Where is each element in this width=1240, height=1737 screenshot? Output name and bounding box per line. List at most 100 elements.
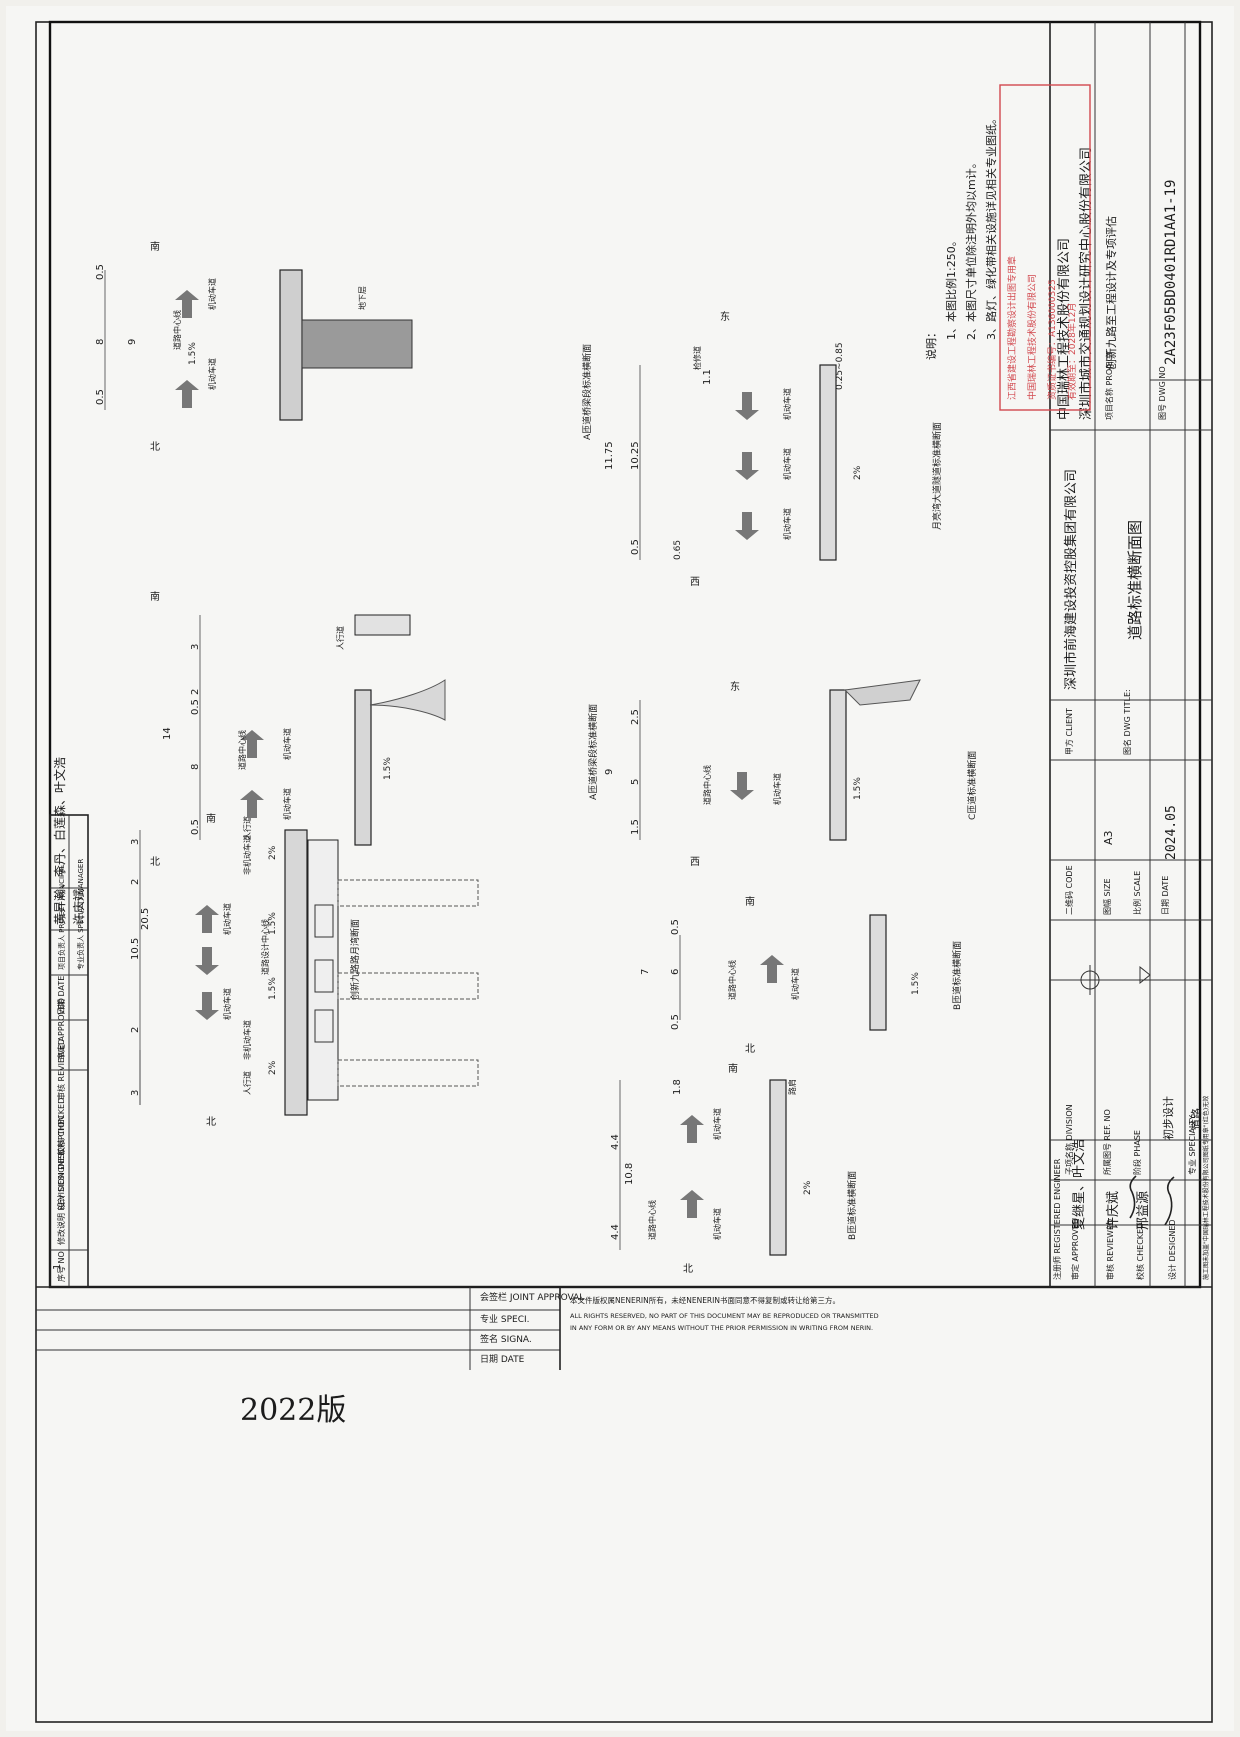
size-label: 图幅 SIZE bbox=[1102, 878, 1112, 915]
s2-lane-1: 道路中心线 bbox=[647, 1200, 657, 1240]
sig-reviewed-label: 审核 REVIEWED bbox=[1105, 1219, 1115, 1280]
rev-description-label: 修改说明 REVISION DESCRIPTION bbox=[56, 1116, 66, 1245]
s3-slope: 1.5% bbox=[911, 972, 921, 995]
rev-checked-label: 校核 CHECKED bbox=[56, 1098, 66, 1155]
notes: 说明： 1、本图比例1:250。 2、本图尺寸单位除注明外均以m计。 3、路灯、… bbox=[924, 113, 998, 360]
s8-width-1: 10.25 bbox=[630, 441, 641, 470]
s8-dir-right: 东 bbox=[720, 310, 730, 323]
s5-width-0: 1.5 bbox=[630, 819, 641, 835]
joint-row-signa: 签名 SIGNA. bbox=[480, 1333, 532, 1345]
s7-lane-1: 机动车道 bbox=[207, 358, 217, 390]
s3-width-2: 0.5 bbox=[670, 1014, 681, 1030]
specialty-label: 专业 SPECIALTY bbox=[1187, 1115, 1197, 1175]
s7-slope: 1.5% bbox=[188, 342, 198, 365]
project-principal-label: 项目负责人 PROJECT PRINCIPAL bbox=[57, 864, 66, 970]
s5-deck bbox=[829, 689, 847, 841]
s2-width-2: 1.8 bbox=[672, 1079, 683, 1095]
footer-num: 1 bbox=[52, 1264, 63, 1270]
s2-width-0: 4.4 bbox=[610, 1224, 621, 1240]
project-principal-value: 黄昇瀚、李丹、白莲森、叶文浩 bbox=[52, 757, 67, 925]
s8-slope: 2% bbox=[853, 465, 863, 480]
note-2: 2、本图尺寸单位除注明外均以m计。 bbox=[964, 157, 978, 340]
s2-width-1: 4.4 bbox=[610, 1134, 621, 1150]
s4-dir-right: 南 bbox=[150, 590, 160, 603]
s5-slope: 1.5% bbox=[853, 777, 863, 800]
s1-lane-0: 人行道 bbox=[242, 1071, 252, 1095]
date-label: 日期 DATE bbox=[1161, 876, 1170, 915]
date-value: 2024.05 bbox=[1164, 805, 1179, 860]
s1-lane-2: 机动车道 bbox=[222, 988, 232, 1020]
s3-lane-0: 道路中心线 bbox=[727, 960, 737, 1000]
section-b-ramp-wide: 4.4 4.4 1.8 10.8 机动车道 道路中心线 机动车道 路肩 2% 北… bbox=[610, 1062, 858, 1275]
dwg-no-label: 图号 DWG NO bbox=[1158, 366, 1167, 420]
s7-pier bbox=[301, 319, 413, 369]
s8-caption: 月亮湾大道隧道标准横断面 bbox=[931, 422, 943, 530]
s4-lane-2: 机动车道 bbox=[282, 728, 292, 760]
s1-deck bbox=[284, 829, 308, 1116]
north-arrow-icon bbox=[1080, 965, 1151, 995]
bottom-strip: 会签栏 JOINT APPROVAL 专业 SPECI. 签名 SIGNA. 日… bbox=[36, 1286, 1212, 1428]
client-value: 深圳市前海建设投资控股集团有限公司 bbox=[1063, 469, 1079, 690]
s7-arrow-1 bbox=[175, 290, 199, 318]
checker-signature bbox=[1129, 1175, 1137, 1219]
s5-width-2: 2.5 bbox=[630, 709, 641, 725]
section-main-road: 3 2 10.5 2 3 20.5 人行道 非机动车道 机动车道 道路设计中心线… bbox=[130, 812, 479, 1128]
sig-checked-label: 校核 CHECKED bbox=[1135, 1223, 1145, 1280]
s1-dir-left: 北 bbox=[206, 1116, 216, 1128]
client-label: 甲方 CLIENT bbox=[1064, 708, 1074, 755]
joint-row-date: 日期 DATE bbox=[480, 1354, 525, 1365]
phase-label: 阶段 PHASE bbox=[1132, 1130, 1142, 1175]
stamp-line-4: 有效期至：2028年12月 bbox=[1066, 303, 1078, 400]
s8-extra-1: 0.25~0.85 bbox=[835, 342, 845, 390]
s4-slope: 1.5% bbox=[383, 757, 393, 780]
specialty-manager-label: 专业负责人 SPECIALTY MANAGER bbox=[76, 859, 85, 970]
s4-lane-3: 人行道 bbox=[335, 626, 345, 650]
s8-lane-1: 机动车道 bbox=[782, 448, 792, 480]
s7-total: 9 bbox=[127, 339, 138, 345]
note-3: 3、路灯、绿化带相关设施详见相关专业图纸。 bbox=[984, 113, 998, 340]
revision-block: 序号 NO 修改说明 REVISION DESCRIPTION 设计 DESIG… bbox=[49, 757, 89, 1288]
s3-arrow bbox=[760, 955, 784, 983]
s1-lane-1: 非机动车道 bbox=[242, 1020, 252, 1060]
title-block: 注册师 REGISTERED ENGINEER 审定 APPROVED 夏继星、… bbox=[1049, 22, 1212, 1287]
s5-dir-right: 东 bbox=[730, 680, 740, 693]
rev-no-label: 序号 NO bbox=[56, 1251, 66, 1282]
s8-arrow-2 bbox=[735, 392, 759, 420]
s3-width-1: 6 bbox=[670, 969, 681, 975]
sig-approved-value: 夏继星、叶文浩 bbox=[1072, 1139, 1087, 1230]
rev-approved-label: 审定 APPROVED bbox=[56, 998, 66, 1060]
copyright-en-2: IN ANY FORM OR BY ANY MEANS WITHOUT THE … bbox=[570, 1324, 873, 1332]
s8-width-2: 1.1 bbox=[702, 369, 713, 385]
stamp-line-1: 江西省建设工程勘察设计出图专用章 bbox=[1006, 256, 1018, 400]
s4-width-1: 8 bbox=[190, 764, 201, 770]
s5-lane-0: 道路中心线 bbox=[702, 765, 712, 805]
specialty-value: 道路 bbox=[1189, 1108, 1203, 1130]
s8-total: 11.75 bbox=[604, 441, 615, 470]
specialty-manager-value: 许庆斌 bbox=[72, 889, 86, 925]
s7-deck bbox=[279, 269, 303, 421]
ref-no-label: 所属图号 REF. NO bbox=[1102, 1109, 1112, 1175]
s7-dir-left: 北 bbox=[150, 441, 160, 453]
year-handwritten: 2022版 bbox=[240, 1393, 346, 1428]
s2-caption: B匝道标准横断面 bbox=[846, 1171, 858, 1240]
size-value: A3 bbox=[1102, 830, 1115, 845]
s1-lane-5: 非机动车道 bbox=[242, 835, 252, 875]
s1-slope-0: 2% bbox=[268, 1060, 278, 1075]
designer-company-2: 深圳市城市交通规划设计研究中心股份有限公司 bbox=[1078, 147, 1094, 420]
s8-dir-left: 西 bbox=[690, 577, 700, 588]
s1-lane-6: 人行道 bbox=[242, 816, 252, 840]
section-a-ramp-sidewalk: 0.5 8 0.5 2 3 14 机动车道 道路中心线 机动车道 人行道 1.5… bbox=[150, 590, 446, 868]
s1-slope-2: 1.5% bbox=[268, 912, 278, 935]
rev-designed-label: 设计 DESIGNED bbox=[56, 1149, 66, 1210]
s1-width-2: 10.5 bbox=[130, 938, 141, 960]
dwg-title-value: 道路标准横断面图 bbox=[1126, 520, 1144, 640]
s5-width-1: 5 bbox=[630, 779, 641, 785]
sig-reviewed-value: 许庆斌 bbox=[1106, 1191, 1121, 1230]
s4-width-3: 2 bbox=[190, 689, 201, 695]
s5-dir-left: 西 bbox=[690, 857, 700, 868]
section-a-ramp-bridge: 1.5 5 2.5 9 道路中心线 机动车道 1.5% 西 东 A匝道桥梁段标准… bbox=[587, 679, 978, 868]
stamp-line-3: 资质证书编号：A136000325 bbox=[1046, 279, 1058, 400]
s1-caption: 创新九路路月湾断面 bbox=[349, 919, 361, 1000]
s7-width-0: 0.5 bbox=[95, 389, 106, 405]
